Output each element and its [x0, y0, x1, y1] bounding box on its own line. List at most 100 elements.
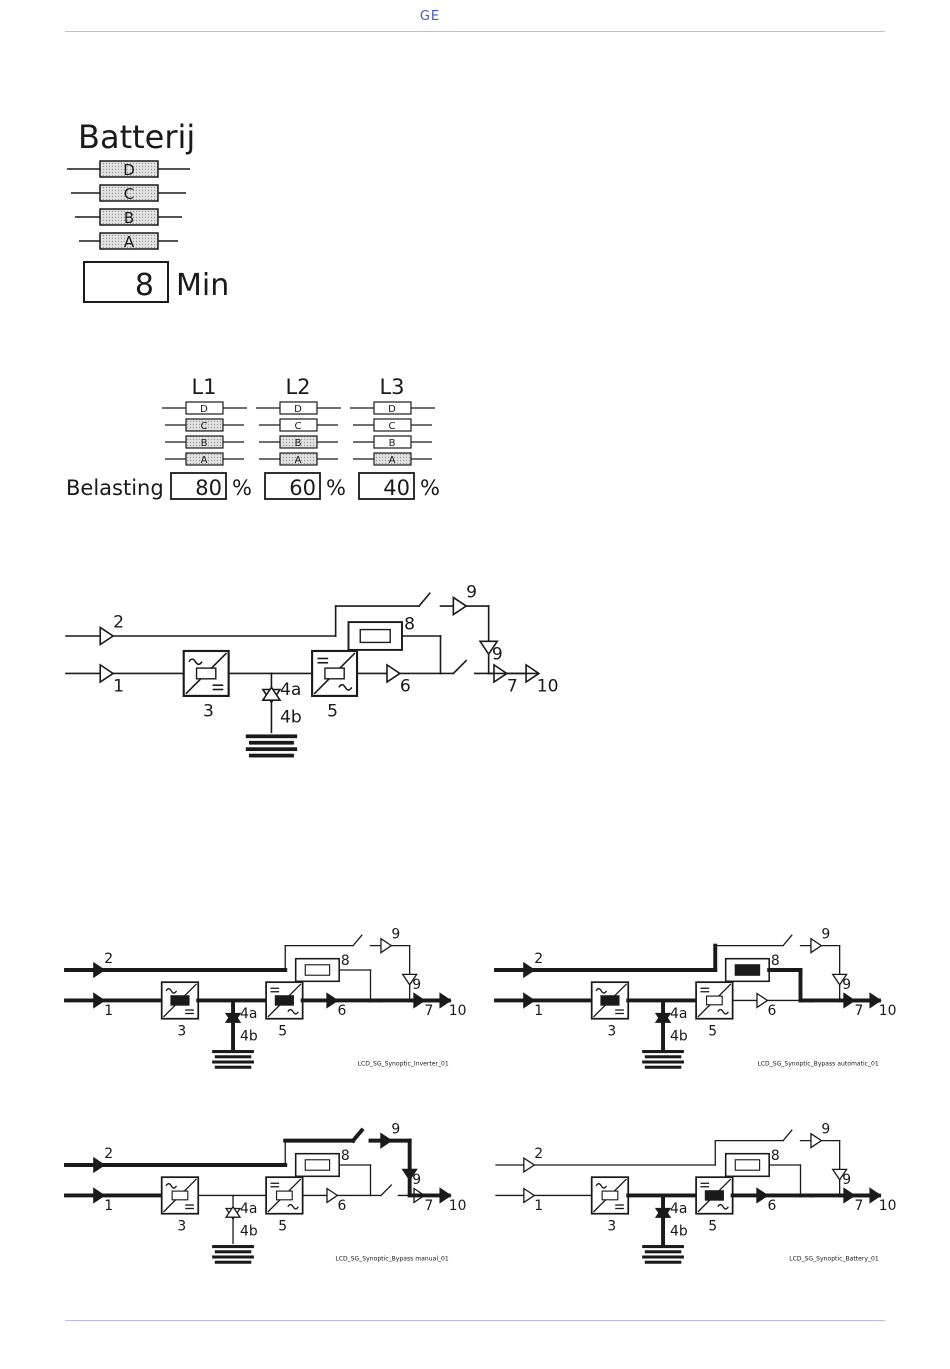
battery-cell-icon: [214, 1250, 252, 1254]
flow-arrow: [523, 1156, 536, 1174]
load-label: Belasting: [66, 476, 164, 500]
ac-symbol: [717, 1203, 729, 1210]
load-level-bar: [279, 435, 318, 449]
flow-arrow: [654, 1205, 672, 1218]
battery-level-bar: [99, 208, 159, 226]
maintenance-switch: [782, 1129, 793, 1142]
battery-level-label: A: [124, 233, 135, 251]
node-label-n9: 9: [492, 645, 503, 665]
node-label-n7: 7: [854, 1003, 863, 1019]
battery-level-bar: [99, 184, 159, 202]
load-value-box: [264, 472, 321, 500]
static-switch-indicator: [734, 964, 761, 976]
node-label-n9: 9: [842, 1172, 851, 1188]
node-label-n2: 2: [534, 1146, 543, 1162]
load-level-label: A: [201, 455, 208, 466]
battery-cell-icon: [214, 1055, 252, 1059]
node-label-n4b: 4b: [670, 1223, 688, 1239]
node-label-n1: 1: [104, 1198, 113, 1214]
flow-arrow: [452, 595, 468, 617]
battery-runtime-box: [83, 261, 169, 303]
ac-symbol: [717, 1008, 729, 1015]
node-label-n6: 6: [337, 1198, 346, 1214]
battery-cell-icon: [644, 1260, 682, 1264]
battery-cell-icon: [245, 734, 298, 739]
node-label-n8: 8: [341, 953, 350, 969]
flow-arrow: [523, 992, 536, 1009]
load-level-label: D: [388, 404, 396, 415]
node-label-n4a: 4a: [280, 680, 301, 700]
node-label-n3: 3: [177, 1023, 186, 1039]
battery-cell-icon: [642, 1050, 684, 1054]
flow-arrow: [756, 992, 769, 1009]
node-label-n4a: 4a: [240, 1006, 257, 1022]
load-value-box: [358, 472, 415, 500]
flow-arrow: [756, 1187, 769, 1204]
flow-arrow: [386, 663, 402, 684]
ac-symbol: [595, 1183, 608, 1189]
battery-cell-icon: [248, 753, 294, 758]
converter-active-indicator: [704, 1190, 724, 1201]
battery-cell-icon: [644, 1055, 682, 1059]
flow-arrow: [326, 992, 339, 1009]
converter-indicator: [195, 667, 217, 680]
converter-indicator: [275, 1190, 293, 1201]
static-switch-indicator: [734, 1159, 761, 1171]
node-label-n9: 9: [391, 927, 400, 943]
load-level-bar: [279, 418, 318, 432]
node-label-n6: 6: [400, 677, 411, 697]
battery-cell-icon: [642, 1245, 684, 1249]
node-label-n1: 1: [113, 677, 124, 697]
load-phase-name: L3: [379, 375, 404, 399]
load-level-label: C: [201, 421, 208, 432]
battery-cell-icon: [212, 1050, 254, 1054]
node-label-n10: 10: [537, 677, 559, 697]
node-label-n2: 2: [534, 951, 543, 967]
node-label-n1: 1: [104, 1003, 113, 1019]
flow-arrow: [523, 1187, 536, 1204]
flow-arrow: [93, 961, 106, 979]
node-label-n9: 9: [412, 1172, 421, 1188]
node-label-n4b: 4b: [240, 1223, 258, 1239]
node-label-n4b: 4b: [240, 1028, 258, 1044]
flow-arrow: [478, 640, 499, 656]
node-label-n5: 5: [708, 1023, 717, 1039]
node-label-n9: 9: [412, 977, 421, 993]
node-label-n3: 3: [607, 1218, 616, 1234]
node-label-n8: 8: [771, 1148, 780, 1164]
battery-runtime-value: 8: [135, 268, 154, 303]
node-label-n10: 10: [879, 1198, 897, 1214]
load-level-label: B: [201, 438, 208, 449]
node-label-n4a: 4a: [240, 1201, 257, 1217]
flow-arrow: [224, 1010, 242, 1023]
battery-cell-icon: [644, 1250, 682, 1254]
battery-cell-icon: [212, 1245, 254, 1249]
load-level-label: A: [295, 455, 302, 466]
node-label-n6: 6: [767, 1198, 776, 1214]
node-label-n4a: 4a: [670, 1201, 687, 1217]
ac-symbol: [188, 658, 203, 666]
battery-level-bar: [99, 160, 159, 178]
static-switch-indicator: [359, 628, 391, 644]
load-level-bar: [373, 435, 412, 449]
node-label-n2: 2: [104, 1146, 113, 1162]
battery-level-label: B: [124, 209, 134, 227]
ac-symbol: [287, 1008, 299, 1015]
node-label-n8: 8: [771, 953, 780, 969]
node-label-n7: 7: [854, 1198, 863, 1214]
maintenance-switch: [417, 592, 431, 608]
battery-cell-icon: [644, 1065, 682, 1069]
load-value: 40: [383, 476, 410, 500]
flow-arrow: [654, 1010, 672, 1023]
node-label-n7: 7: [507, 677, 518, 697]
battery-cell-icon: [214, 1260, 252, 1264]
ac-symbol: [165, 988, 178, 994]
output-switch: [380, 1184, 393, 1197]
